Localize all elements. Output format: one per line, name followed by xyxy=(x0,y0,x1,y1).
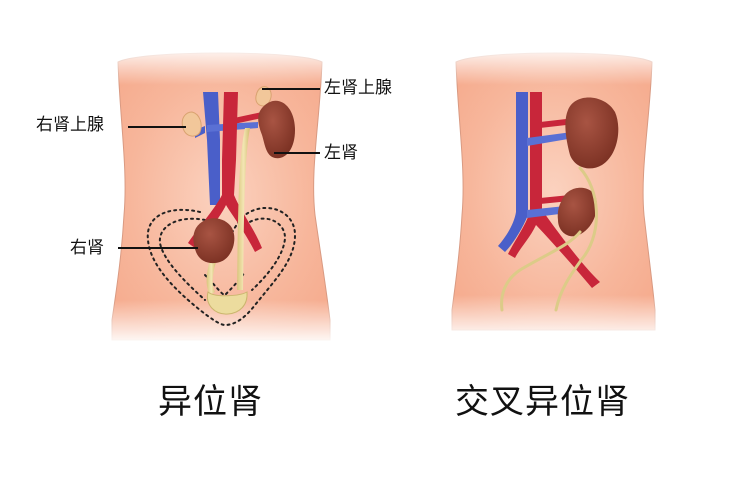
label-left-kidney: 左肾 xyxy=(324,143,358,163)
right-adrenal-gland xyxy=(181,111,202,137)
leader-line-right-kidney xyxy=(118,247,198,249)
left-vessels xyxy=(188,92,262,252)
left-kidney xyxy=(258,100,295,159)
crossed-lower-kidney xyxy=(557,187,597,237)
leader-line-left-adrenal xyxy=(262,88,320,90)
ureters-and-bladder xyxy=(206,128,250,315)
right-torso xyxy=(440,45,670,340)
crossed-ureters xyxy=(500,166,598,312)
left-adrenal-gland xyxy=(255,86,272,107)
label-right-kidney: 右肾 xyxy=(70,238,104,258)
leader-line-right-adrenal xyxy=(128,126,186,128)
caption-crossed-ectopic-kidney: 交叉异位肾 xyxy=(455,382,630,422)
leader-line-left-kidney xyxy=(274,152,320,154)
label-right-adrenal: 右肾上腺 xyxy=(36,115,104,135)
label-left-adrenal: 左肾上腺 xyxy=(324,78,392,98)
right-ectopic-kidney xyxy=(193,218,235,264)
crossed-upper-kidney xyxy=(565,97,619,169)
caption-ectopic-kidney: 异位肾 xyxy=(158,382,263,422)
